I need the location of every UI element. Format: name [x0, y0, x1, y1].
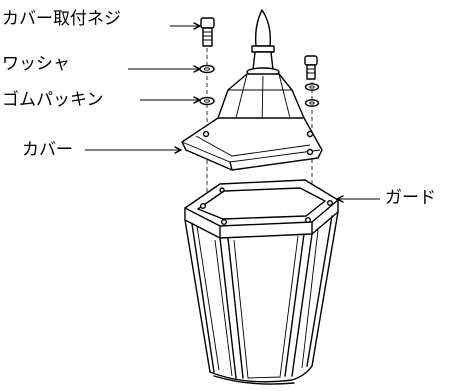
label-cover-screw: カバー取付ネジ [2, 9, 121, 29]
washers [199, 64, 320, 91]
cover-screw-left [200, 17, 215, 47]
lantern-cover [181, 9, 323, 171]
lantern-guard [184, 179, 339, 385]
leader-lines [85, 22, 380, 203]
label-washer: ワッシャ [2, 54, 70, 74]
label-rubber-packing: ゴムパッキン [2, 90, 104, 110]
label-cover: カバー [22, 140, 73, 160]
cover-screw-right [304, 55, 318, 80]
rubber-packings [199, 96, 320, 107]
label-guard: ガード [385, 188, 436, 208]
